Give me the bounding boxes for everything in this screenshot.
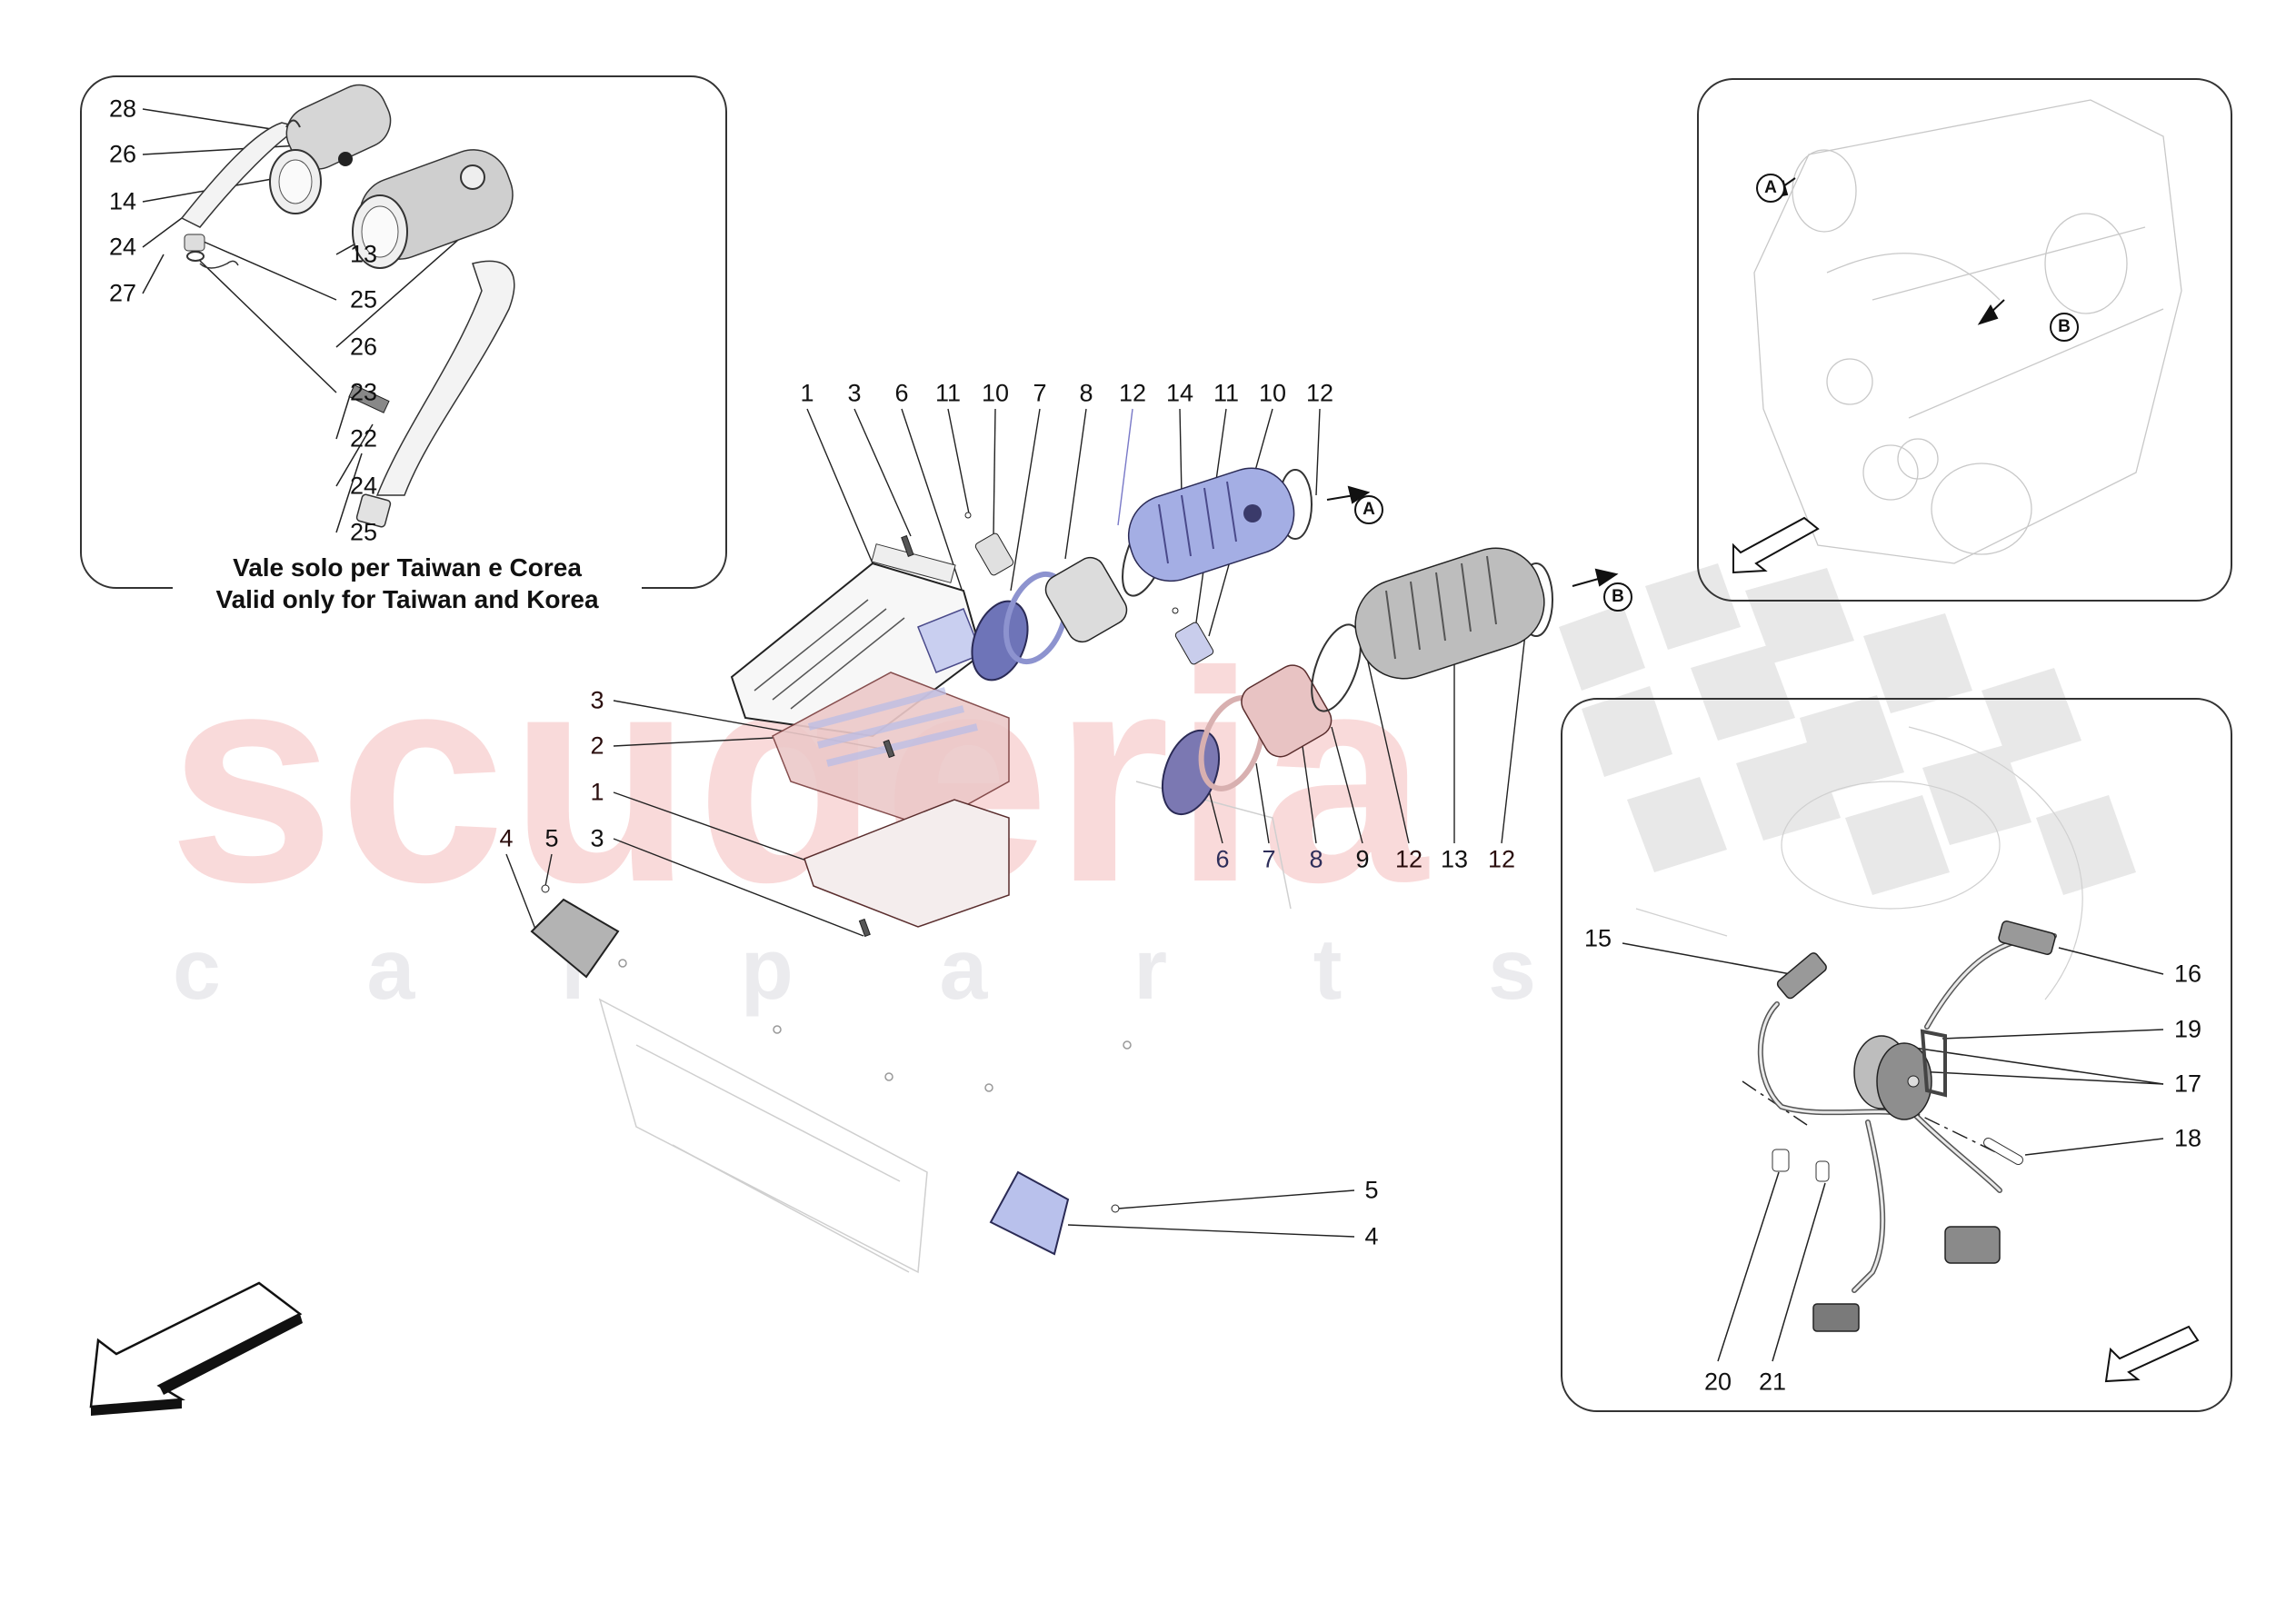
marker-b: B bbox=[1603, 582, 1632, 612]
callout-label: 24 bbox=[108, 233, 137, 261]
watermark-letter: c bbox=[173, 921, 221, 1018]
marker-a: A bbox=[1756, 174, 1785, 203]
watermark-letter: s bbox=[1488, 921, 1536, 1018]
callout-label: 20 bbox=[1703, 1368, 1732, 1396]
callout-label: 5 bbox=[544, 824, 559, 852]
callout-label: 1 bbox=[590, 778, 604, 806]
callout-label: 12 bbox=[1305, 379, 1334, 407]
callout-label: 14 bbox=[108, 187, 137, 215]
callout-label: 4 bbox=[499, 824, 514, 852]
callout-label: 1 bbox=[800, 379, 814, 407]
watermark-letter: p bbox=[740, 921, 794, 1018]
callout-label: 12 bbox=[1394, 845, 1423, 873]
callout-label: 17 bbox=[2173, 1070, 2202, 1098]
callout-label: 8 bbox=[1079, 379, 1093, 407]
callout-label: 28 bbox=[108, 95, 137, 123]
callout-label: 26 bbox=[108, 140, 137, 168]
callout-label: 24 bbox=[349, 472, 378, 500]
callout-label: 6 bbox=[1215, 845, 1230, 873]
screw-3-upper bbox=[901, 534, 914, 557]
callout-label: 22 bbox=[349, 424, 378, 453]
watermark-letter: a bbox=[366, 921, 415, 1018]
callout-label: 27 bbox=[108, 279, 137, 307]
inset-caption: Vale solo per Taiwan e Corea Valid only … bbox=[173, 552, 642, 615]
callout-label: 25 bbox=[349, 518, 378, 546]
callout-label: 11 bbox=[1213, 379, 1240, 407]
callout-label: 25 bbox=[349, 285, 378, 313]
callout-label: 15 bbox=[1583, 924, 1612, 952]
screw-5-right bbox=[1111, 1204, 1120, 1213]
callout-label: 3 bbox=[590, 824, 604, 852]
callout-label: 4 bbox=[1364, 1222, 1379, 1250]
watermark-letter: r bbox=[561, 921, 595, 1018]
bellows-14-main bbox=[1127, 467, 1295, 582]
callout-label: 3 bbox=[847, 379, 862, 407]
direction-arrow-icon bbox=[89, 1281, 303, 1408]
callout-label: 23 bbox=[349, 378, 378, 406]
callout-label: 10 bbox=[1258, 379, 1287, 407]
callout-label: 12 bbox=[1487, 845, 1516, 873]
screw-11-left bbox=[964, 512, 972, 519]
inset-sensors-panel bbox=[1561, 698, 2232, 1412]
caption-italian: Vale solo per Taiwan e Corea bbox=[233, 553, 582, 582]
clamp-12-a bbox=[1122, 512, 1169, 597]
callout-label: 7 bbox=[1033, 379, 1047, 407]
callout-label: 16 bbox=[2173, 960, 2202, 988]
inset-engine-overview-panel bbox=[1697, 78, 2232, 602]
watermark-letter: r bbox=[1133, 921, 1168, 1018]
clamp-12-c bbox=[1278, 469, 1313, 540]
callout-label: 9 bbox=[1355, 845, 1370, 873]
callout-label: 2 bbox=[590, 731, 604, 760]
callout-label: 19 bbox=[2173, 1015, 2202, 1043]
inset-taiwan-korea-panel bbox=[80, 75, 727, 589]
watermark-letter: t bbox=[1313, 921, 1343, 1018]
watermark-scuderia: scuderia bbox=[168, 609, 1432, 944]
callout-label: 3 bbox=[590, 686, 604, 714]
callout-label: 10 bbox=[981, 379, 1010, 407]
callout-label: 6 bbox=[894, 379, 909, 407]
caption-english: Valid only for Taiwan and Korea bbox=[215, 585, 599, 613]
watermark-letter: a bbox=[939, 921, 988, 1018]
callout-label: 21 bbox=[1758, 1368, 1787, 1396]
callout-label: 7 bbox=[1262, 845, 1276, 873]
marker-b: B bbox=[2050, 313, 2079, 342]
callout-label: 26 bbox=[349, 333, 378, 361]
marker-a: A bbox=[1354, 495, 1383, 524]
watermark-carparts: c a r p a r t s bbox=[173, 927, 1536, 1013]
callout-label: 13 bbox=[1440, 845, 1469, 873]
callout-label: 14 bbox=[1165, 379, 1194, 407]
callout-label: 5 bbox=[1364, 1176, 1379, 1204]
callout-label: 12 bbox=[1118, 379, 1147, 407]
callout-label: 11 bbox=[934, 379, 962, 407]
callout-label: 8 bbox=[1309, 845, 1323, 873]
callout-label: 13 bbox=[349, 240, 378, 268]
callout-label: 18 bbox=[2173, 1124, 2202, 1152]
clamp-12-d bbox=[1519, 562, 1553, 637]
ecu-right-4 bbox=[989, 1170, 1070, 1256]
maf-sensor-10-left bbox=[974, 532, 1014, 576]
